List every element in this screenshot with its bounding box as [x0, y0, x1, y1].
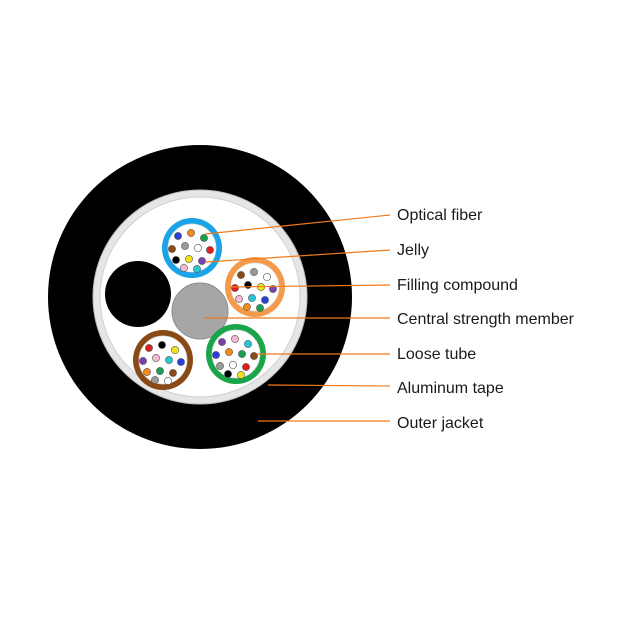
optical-fiber [248, 294, 256, 302]
optical-fiber [187, 229, 195, 237]
optical-fiber [139, 357, 147, 365]
optical-fiber [238, 350, 246, 358]
optical-fiber [250, 268, 258, 276]
leader-line-jelly [205, 249, 391, 263]
label-jelly: Jelly [397, 242, 429, 259]
filler-rod [105, 261, 171, 327]
optical-fiber [263, 273, 271, 281]
leader-line-filling-compound [229, 284, 391, 288]
optical-fiber [237, 271, 245, 279]
optical-fiber [193, 265, 201, 273]
optical-fiber [145, 344, 153, 352]
central-strength-member [171, 282, 229, 340]
label-loose-tube: Loose tube [397, 346, 476, 363]
label-filling-compound: Filling compound [397, 277, 518, 294]
optical-fiber [194, 244, 202, 252]
optical-fiber [206, 246, 214, 254]
optical-fiber [198, 257, 206, 265]
optical-fiber [269, 285, 277, 293]
optical-fiber [180, 264, 188, 272]
optical-fiber [151, 376, 159, 384]
optical-fiber [181, 242, 189, 250]
cable-cross-section [48, 145, 352, 449]
optical-fiber [169, 369, 177, 377]
optical-fiber [224, 370, 232, 378]
optical-fiber [244, 340, 252, 348]
optical-fiber [231, 335, 239, 343]
leader-line-optical-fiber [204, 214, 391, 235]
optical-fiber [256, 304, 264, 312]
optical-fiber [218, 338, 226, 346]
optical-fiber [237, 371, 245, 379]
label-central-strength-member: Central strength member [397, 311, 575, 328]
label-optical-fiber: Optical fiber [397, 207, 483, 224]
green-tube [206, 324, 266, 384]
leader-lines [204, 214, 391, 422]
leader-line-aluminum-tape [267, 384, 391, 387]
optical-fiber [231, 284, 239, 292]
optical-fiber [177, 358, 185, 366]
optical-fiber [143, 368, 151, 376]
optical-fiber [164, 377, 172, 385]
optical-fiber [200, 234, 208, 242]
optical-fiber [171, 346, 179, 354]
optical-fiber [229, 361, 237, 369]
label-aluminum-tape: Aluminum tape [397, 380, 504, 397]
optical-fiber [158, 341, 166, 349]
optical-fiber [165, 356, 173, 364]
optical-fiber [156, 367, 164, 375]
optical-fiber [212, 351, 220, 359]
optical-fiber [152, 354, 160, 362]
optical-fiber [242, 363, 250, 371]
label-group: Optical fiber Jelly Filling compound Cen… [397, 207, 575, 432]
brown-tube [133, 330, 193, 390]
optical-fiber [244, 281, 252, 289]
blue-tube [162, 218, 222, 278]
optical-fiber [174, 232, 182, 240]
optical-fiber [225, 348, 233, 356]
optical-fiber [261, 296, 269, 304]
optical-fiber [216, 362, 224, 370]
optical-fiber [235, 295, 243, 303]
optical-fiber [250, 352, 258, 360]
label-outer-jacket: Outer jacket [397, 415, 484, 432]
optical-fiber [172, 256, 180, 264]
optical-fiber [185, 255, 193, 263]
optical-fiber [168, 245, 176, 253]
optical-fiber [243, 303, 251, 311]
